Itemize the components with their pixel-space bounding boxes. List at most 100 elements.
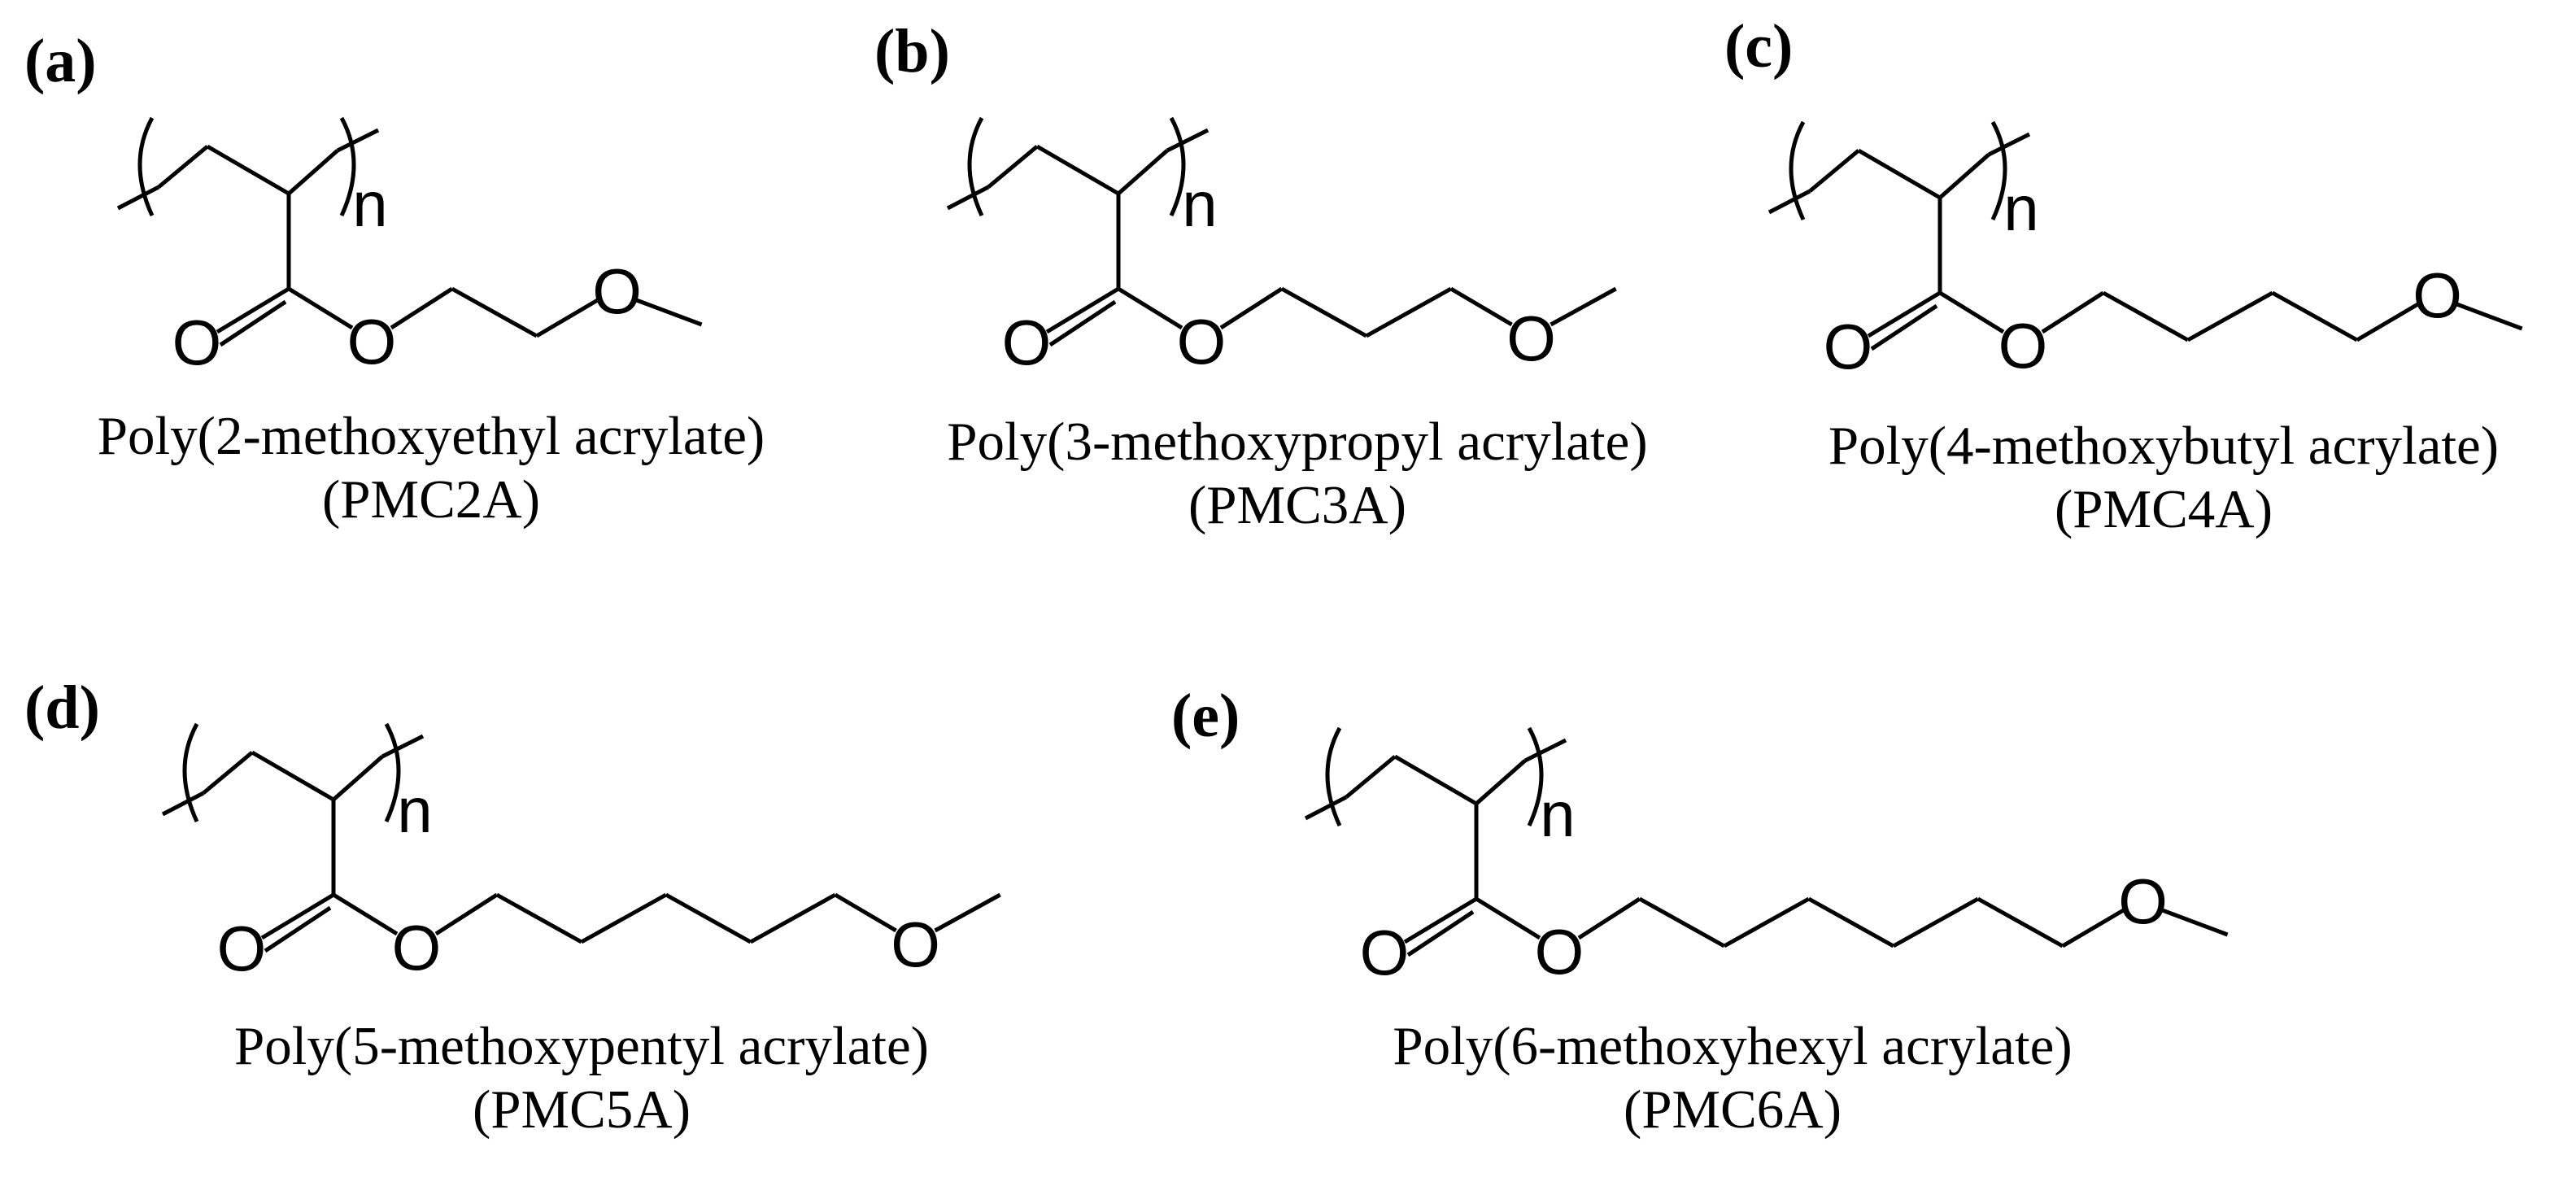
ester-oxygen: O — [347, 306, 397, 377]
backbone-end-bond — [1987, 132, 2031, 157]
ester-bond — [287, 286, 354, 330]
alkyl-bond — [434, 892, 499, 936]
polymer-abbreviation: (PMC5A) — [473, 1079, 691, 1140]
backbone-end-bond — [116, 185, 160, 211]
polymer-name: Poly(6-methoxyhexyl acrylate) — [1393, 1016, 2072, 1076]
alkyl-bond — [1577, 896, 1641, 940]
repeat-bracket-left — [1789, 120, 1806, 221]
repeat-subscript: n — [2003, 172, 2038, 244]
alkyl-bond — [749, 892, 837, 944]
carbonyl-oxygen: O — [1360, 917, 1410, 988]
carbonyl-double-bond — [1048, 299, 1117, 347]
ether-oxygen: O — [2118, 866, 2168, 937]
carbonyl-double-bond — [260, 892, 335, 940]
alkyl-bond — [2271, 290, 2359, 342]
repeat-bracket-left — [137, 116, 155, 217]
panel-label: (d) — [24, 674, 100, 742]
carbonyl-oxygen: O — [1002, 307, 1052, 378]
backbone-bond — [287, 149, 339, 195]
backbone-bond — [987, 145, 1039, 189]
backbone-end-bond — [1166, 128, 1210, 153]
carbonyl-oxygen: O — [172, 307, 222, 378]
ester-bond — [1938, 290, 2005, 334]
backbone-bond — [1345, 755, 1397, 799]
backbone-bond — [202, 751, 254, 795]
repeat-subscript: n — [1182, 168, 1217, 240]
alkyl-bond — [665, 892, 752, 944]
repeat-subscript: n — [352, 168, 387, 240]
alkyl-bond — [580, 892, 668, 944]
alkyl-bond — [1807, 896, 1895, 948]
panel-label: (c) — [1724, 12, 1793, 81]
alkyl-bond — [495, 892, 583, 944]
ether-oxygen: O — [592, 255, 642, 327]
panel-label: (b) — [874, 17, 950, 85]
alkyl-bond — [1365, 286, 1453, 338]
backbone-bond — [1035, 144, 1120, 196]
panel-label: (e) — [1171, 682, 1240, 750]
polymer-abbreviation: (PMC3A) — [1188, 475, 1406, 535]
repeat-bracket-right — [1990, 120, 2007, 221]
backbone-bond — [1938, 153, 1990, 199]
methyl-bond — [934, 892, 1001, 933]
backbone-bond — [251, 750, 335, 802]
repeat-bracket-right — [339, 116, 356, 217]
ester-bond — [1475, 896, 1541, 940]
ether-bond — [1449, 286, 1513, 327]
backbone-bond — [1475, 759, 1527, 805]
ether-bond — [834, 892, 897, 933]
ester-oxygen: O — [1535, 916, 1584, 988]
carbonyl-double-bond — [216, 286, 290, 334]
repeat-bracket-left — [1325, 726, 1342, 827]
alkyl-bond — [1638, 896, 1726, 948]
backbone-bond — [1393, 754, 1478, 806]
backbone-bond — [1857, 148, 1942, 200]
backbone-bond — [1117, 149, 1169, 195]
ester-bond — [332, 892, 399, 936]
methyl-bond — [2456, 302, 2523, 331]
repeat-bracket-left — [182, 722, 199, 823]
backbone-end-bond — [336, 128, 380, 153]
ether-oxygen: O — [2413, 259, 2462, 331]
ether-oxygen: O — [891, 909, 940, 980]
backbone-end-bond — [1767, 189, 1811, 215]
carbonyl-double-bond — [1045, 286, 1120, 334]
carbonyl-double-bond — [264, 905, 332, 953]
alkyl-bond — [1219, 286, 1284, 330]
repeat-bracket-right — [1169, 116, 1186, 217]
backbone-end-bond — [946, 185, 990, 211]
alkyl-bond — [2102, 290, 2190, 342]
ester-oxygen: O — [392, 912, 442, 983]
alkyl-bond — [2041, 290, 2105, 334]
alkyl-bond — [390, 286, 454, 330]
backbone-end-bond — [1523, 738, 1567, 763]
alkyl-bond — [1280, 286, 1368, 338]
ether-bond — [2061, 908, 2125, 948]
polymer-name: Poly(4-methoxybutyl acrylate) — [1828, 416, 2499, 476]
methyl-bond — [635, 298, 703, 327]
backbone-end-bond — [1304, 795, 1348, 821]
polymer-name: Poly(5-methoxypentyl acrylate) — [234, 1016, 929, 1076]
repeat-bracket-right — [384, 722, 401, 823]
alkyl-bond — [1977, 896, 2064, 948]
carbonyl-oxygen: O — [1824, 311, 1873, 382]
polymer-name: Poly(3-methoxypropyl acrylate) — [947, 412, 1647, 472]
polymer-abbreviation: (PMC6A) — [1624, 1079, 1842, 1140]
ether-bond — [535, 298, 599, 338]
carbonyl-double-bond — [1406, 909, 1475, 957]
methyl-bond — [1550, 286, 1617, 327]
carbonyl-oxygen: O — [217, 913, 267, 984]
polymer-name: Poly(2-methoxyethyl acrylate) — [98, 406, 765, 466]
ether-oxygen: O — [1506, 303, 1556, 374]
polymer-abbreviation: (PMC4A) — [2055, 479, 2273, 539]
repeat-subscript: n — [397, 774, 432, 846]
carbonyl-double-bond — [219, 299, 287, 347]
alkyl-bond — [1723, 896, 1811, 948]
methyl-bond — [2161, 908, 2229, 937]
backbone-bond — [332, 755, 384, 801]
